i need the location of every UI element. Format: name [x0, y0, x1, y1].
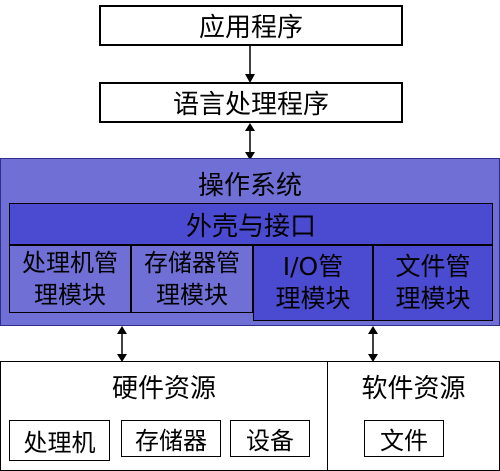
hardware-processor: 处理机	[9, 420, 110, 461]
file-management-module: 文件管 理模块	[373, 245, 493, 321]
shell-interface-box: 外壳与接口	[9, 203, 493, 245]
arrow-os-to-hardware	[117, 326, 127, 362]
software-resources-box: 软件资源 文件	[327, 361, 500, 471]
memory-module-label: 存储器管 理模块	[144, 249, 240, 309]
software-file-label: 文件	[380, 427, 428, 455]
io-module-label: I/O管 理模块	[275, 252, 351, 313]
processor-module-label: 处理机管 理模块	[22, 249, 118, 309]
hardware-device: 设备	[230, 420, 310, 457]
hardware-memory: 存储器	[121, 420, 221, 457]
hardware-memory-label: 存储器	[135, 427, 207, 455]
operating-system-box: 操作系统 外壳与接口 处理机管 理模块 存储器管 理模块 I/O管 理模块 文件…	[0, 158, 500, 326]
hardware-resources-box: 硬件资源 处理机 存储器 设备	[0, 361, 328, 471]
processor-management-module: 处理机管 理模块	[9, 245, 131, 313]
io-management-module: I/O管 理模块	[253, 245, 373, 321]
hardware-processor-label: 处理机	[23, 429, 96, 457]
shell-interface-label: 外壳与接口	[185, 211, 316, 242]
arrow-app-to-lang	[245, 46, 255, 83]
applications-box: 应用程序	[99, 5, 403, 46]
arrow-lang-to-os	[245, 123, 255, 160]
software-file: 文件	[364, 420, 444, 457]
file-module-label: 文件管 理模块	[395, 252, 471, 313]
applications-label: 应用程序	[198, 13, 303, 43]
software-resources-title: 软件资源	[361, 374, 466, 404]
language-processor-box: 语言处理程序	[99, 82, 403, 123]
arrow-os-to-software	[368, 326, 378, 362]
hardware-device-label: 设备	[246, 427, 294, 455]
hardware-resources-title: 硬件资源	[111, 374, 216, 404]
memory-management-module: 存储器管 理模块	[131, 245, 253, 313]
operating-system-title: 操作系统	[197, 171, 302, 201]
language-processor-label: 语言处理程序	[172, 90, 329, 120]
